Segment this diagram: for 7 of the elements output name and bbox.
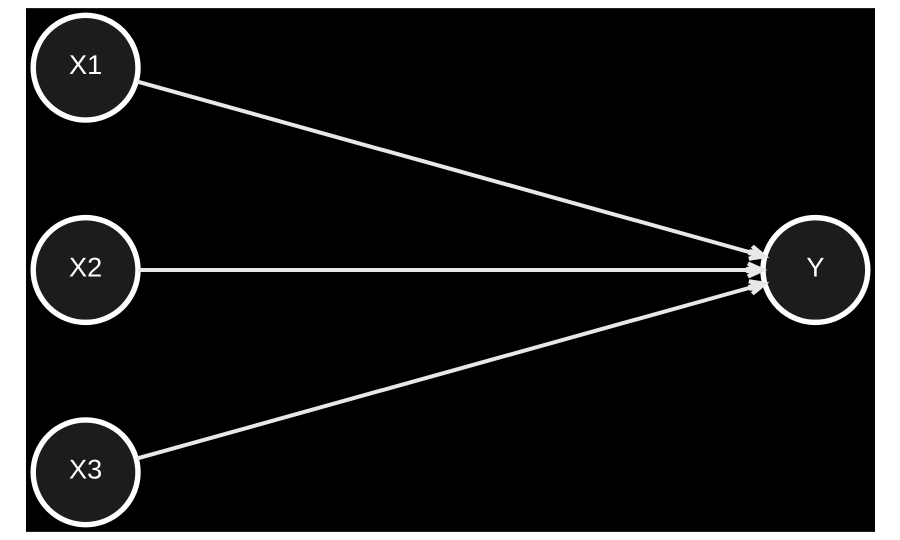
node-circle: Y — [760, 214, 870, 326]
node-circle: X3 — [30, 417, 140, 528]
arrow — [138, 262, 764, 278]
node-circle: X1 — [30, 12, 140, 123]
arrow — [136, 279, 766, 460]
arrow — [136, 80, 766, 261]
node-circle: X2 — [30, 214, 140, 326]
